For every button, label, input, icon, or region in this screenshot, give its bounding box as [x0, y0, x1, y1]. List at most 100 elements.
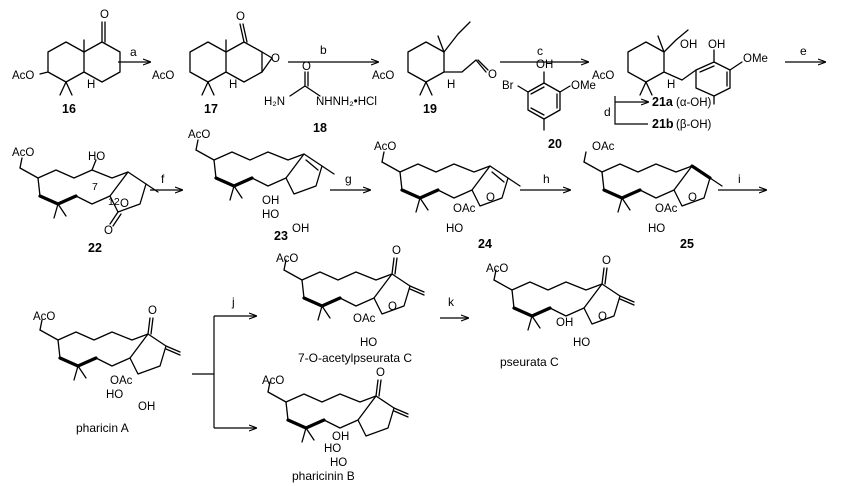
aco-label: AcO [276, 253, 298, 265]
step-h: h [543, 172, 550, 186]
hydroxy-label: HO [446, 223, 463, 235]
hydroxy-2: OH [138, 401, 155, 413]
compound-22-label: 22 [88, 241, 102, 255]
aco-label: AcO [372, 70, 394, 82]
benzylic-oh: OH [680, 39, 697, 51]
ketone-oxygen: O [392, 245, 401, 257]
structure-22 [19, 157, 159, 227]
aco-label: AcO [12, 147, 34, 159]
compound-17-label: 17 [204, 102, 218, 116]
h-label: H [229, 79, 237, 91]
carbonyl-oxygen: O [302, 61, 311, 73]
structure-pharicinin-b [267, 379, 409, 443]
compound-23-label: 23 [274, 229, 288, 243]
bridge-oxygen: O [598, 311, 607, 323]
compound-24-label: 24 [478, 237, 492, 251]
hydroxy-label: HO [106, 389, 123, 401]
aco-label: AcO [188, 129, 210, 141]
step-k: k [448, 295, 455, 309]
hydroxy-1: OH [332, 431, 349, 443]
structure-25 [583, 151, 723, 213]
hydroxy-label: HO [360, 337, 377, 349]
structure-19 [407, 21, 489, 96]
structure-21 [627, 29, 743, 105]
bridge-oxygen: O [486, 192, 495, 204]
oac-label: OAc [353, 313, 376, 325]
structure-18 [289, 71, 321, 97]
pseurata-c-label: pseurata C [500, 355, 559, 369]
structure-24 [381, 151, 521, 213]
aco-label: AcO [592, 70, 614, 82]
step-b: b [320, 43, 327, 57]
oac-label: OAc [453, 203, 476, 215]
semicarbazide-nh2: H₂N [264, 96, 285, 108]
compound-21b-label: 21b [652, 117, 674, 131]
structure-17 [189, 23, 273, 96]
compound-16-label: 16 [62, 102, 76, 116]
hydroxy-2: HO [573, 337, 590, 349]
compound-18-label: 18 [313, 121, 327, 135]
h-label: H [87, 79, 95, 91]
pharicinin-b-label: pharicinin B [292, 469, 355, 483]
structure-16 [39, 21, 121, 96]
hydroxy-1: OH [262, 195, 279, 207]
compound-25-label: 25 [680, 237, 694, 251]
ketone-oxygen: O [148, 305, 157, 317]
bromine-label: Br [502, 80, 514, 92]
aco-label: AcO [12, 70, 34, 82]
bracket-d [614, 96, 648, 125]
bridge-oxygen: O [120, 198, 129, 210]
epoxide-oxygen: O [271, 53, 280, 65]
branch-j [192, 316, 215, 428]
aco-label: AcO [152, 70, 174, 82]
h-label: H [667, 79, 675, 91]
aco-label: AcO [262, 375, 284, 387]
structure-7-o-acetylpseurata-c [283, 257, 425, 321]
step-g: g [345, 172, 352, 186]
hydroxy-2: HO [262, 209, 279, 221]
pharicin-a-label: pharicin A [76, 421, 129, 435]
phenol-oh: OH [536, 59, 553, 71]
hydroxy-3: OH [292, 223, 309, 235]
semicarbazide-hydrazine: NHNH₂•HCl [316, 96, 377, 108]
ketone-oxygen: O [104, 225, 113, 237]
bridge-oxygen: O [388, 301, 397, 313]
ketone-oxygen: O [602, 255, 611, 267]
step-i: i [738, 172, 741, 186]
aco-label: AcO [486, 263, 508, 275]
structure-pseurata-c [493, 267, 635, 331]
ome-label: OMe [571, 80, 596, 92]
step-j: j [231, 295, 235, 309]
step-e: e [800, 44, 807, 58]
step-f: f [161, 172, 165, 186]
oac-label: OAc [655, 203, 678, 215]
oac-label: OAc [110, 375, 133, 387]
aldehyde-oxygen: O [488, 69, 497, 81]
step-d: d [604, 105, 611, 119]
ome-label: OMe [743, 53, 768, 65]
h-label: H [447, 79, 455, 91]
compound-20-label: 20 [548, 137, 562, 151]
hydroxy-1: OH [556, 317, 573, 329]
hydroxy-label: HO [88, 151, 105, 163]
hydroxy-3: HO [330, 457, 347, 469]
structure-pharicin-a [39, 317, 181, 381]
acetylpseurata-c-label: 7-O-acetylpseurata C [298, 351, 412, 365]
oac-top-label: OAc [592, 141, 615, 153]
ketone-oxygen: O [100, 9, 109, 21]
step-c: c [537, 44, 543, 58]
bridge-oxygen: O [688, 192, 697, 204]
phenol-oh: OH [708, 39, 725, 51]
ketone-oxygen: O [376, 367, 385, 379]
compound-19-label: 19 [423, 102, 437, 116]
step-a: a [130, 45, 137, 59]
structure-23 [195, 139, 335, 201]
compound-21a-label: 21a [652, 95, 674, 109]
compound-21b-note: (β-OH) [676, 119, 712, 131]
structure-20 [517, 71, 571, 131]
aco-label: AcO [33, 311, 55, 323]
ketone-oxygen: O [236, 11, 245, 23]
aco-label: AcO [374, 141, 396, 153]
